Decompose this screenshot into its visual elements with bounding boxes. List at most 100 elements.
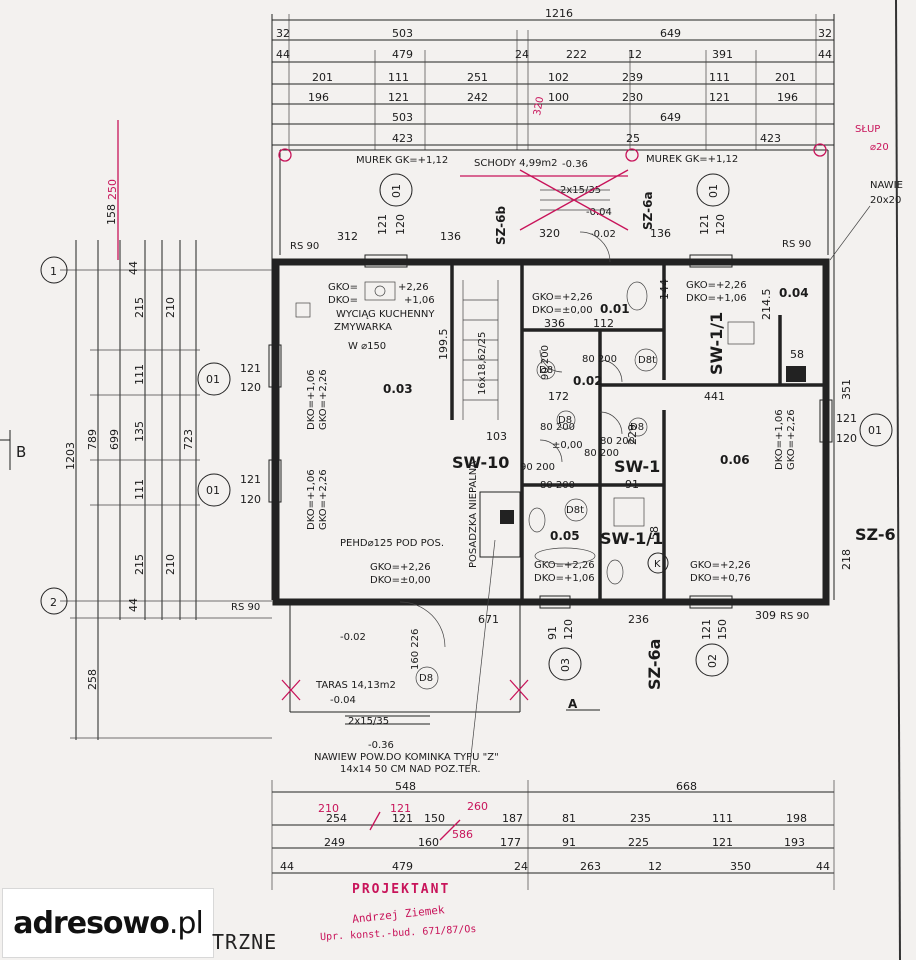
dim-top: 649: [660, 111, 681, 124]
dim-left: 135: [133, 421, 146, 442]
rooms: 0.03 0.01 0.02 0.04 0.05 0.06: [383, 286, 809, 543]
window-tag: 03: [559, 658, 572, 672]
dim-top: 25: [626, 132, 640, 145]
top-terrace: MUREK GK=+1,12 SCHODY 4,99m2 MUREK GK=+1…: [278, 96, 903, 261]
dim-misc: 336: [544, 317, 565, 330]
boiler-marker: [647, 552, 669, 574]
wall-code: SZ-6a: [641, 191, 655, 230]
dim-bottom: 81: [562, 812, 576, 825]
dim-misc: 136: [440, 230, 461, 243]
window-dim: 121: [240, 473, 261, 486]
dim-misc: 214.5: [760, 289, 773, 321]
dim-top: 24: [515, 48, 529, 61]
dim-bottom: 249: [324, 836, 345, 849]
dim-bottom: 548: [395, 780, 416, 793]
note-room005-dko: DKO=+1,06: [534, 573, 595, 584]
note-slup: SŁUP: [855, 124, 880, 135]
handwritten-dim: 121: [390, 802, 411, 815]
dim-left: 723: [182, 429, 195, 450]
dim-top: 242: [467, 91, 488, 104]
dim-misc: 320: [539, 227, 560, 240]
window-dim: 120: [240, 381, 261, 394]
dim-top: 423: [392, 132, 413, 145]
dim-top: 32: [276, 27, 290, 40]
room-id: 0.02: [573, 374, 603, 388]
dim-top: 201: [775, 71, 796, 84]
dim-top: 503: [392, 111, 413, 124]
wall-code: SW-10: [452, 453, 509, 472]
note-kitchen-gko: GKO=: [328, 282, 358, 293]
window-dim: 121: [376, 214, 389, 235]
dim-bottom: 225: [628, 836, 649, 849]
door-dims: 80 200: [600, 436, 635, 447]
dim-bottom: 121: [712, 836, 733, 849]
wall-code: SZ-6: [855, 525, 896, 544]
level-note: -0.04: [586, 207, 612, 218]
note-w150: W ⌀150: [348, 341, 386, 352]
dim-top: 44: [276, 48, 290, 61]
dim-top: 12: [628, 48, 642, 61]
dim-misc: 136: [650, 227, 671, 240]
section-marker-a: A: [568, 697, 578, 711]
dim-top: 222: [566, 48, 587, 61]
dim-misc: 309: [755, 609, 776, 622]
dim-left: 111: [133, 364, 146, 385]
lower-terrace: 671 236 309 -0.02 TARAS 14,13m2 -0.04 2x…: [281, 539, 776, 775]
door-tag: D8: [558, 415, 572, 426]
door-dims: 80 200: [540, 480, 575, 491]
dim-top: 503: [392, 27, 413, 40]
handwritten-dim: 210: [318, 802, 339, 815]
door-dims: 80 200: [584, 448, 619, 459]
chimney-block: [500, 510, 514, 524]
level-note: -0.02: [590, 229, 616, 240]
dim-bottom: 24: [514, 860, 528, 873]
shower-tray: [727, 321, 755, 345]
door-dims: 80 200: [582, 354, 617, 365]
terrace-name: TARAS 14,13m2: [315, 680, 396, 691]
dim-bottom: 350: [730, 860, 751, 873]
dim-left: 215: [133, 554, 146, 575]
note-zmywarka: ZMYWARKA: [334, 322, 392, 333]
note-room004-dko: DKO=+1,06: [686, 293, 747, 304]
note-pehd: PEHD⌀125 POD POS.: [340, 538, 444, 549]
bathtub-icon: [534, 547, 596, 565]
door-tag: D8: [539, 365, 553, 376]
dim-top: 196: [308, 91, 329, 104]
dim-top: 479: [392, 48, 413, 61]
wall-code: SZ-6b: [494, 206, 508, 245]
wall-code: SW-1/1: [707, 312, 726, 375]
wall-code: SZ-6a: [645, 639, 664, 690]
dim-left: 111: [133, 479, 146, 500]
column-marker: [625, 148, 639, 162]
dim-left: 699: [108, 429, 121, 450]
fireplace: [479, 491, 521, 558]
dim-misc: 103: [486, 430, 507, 443]
note-stairs: 16x18,62/25: [477, 332, 488, 395]
dim-left: 44: [127, 261, 140, 275]
toilet-icon: [606, 559, 624, 585]
dim-bottom: 187: [502, 812, 523, 825]
site-logo[interactable]: adresowo.pl: [2, 888, 214, 958]
dim-top: 423: [760, 132, 781, 145]
dim-bottom: 177: [500, 836, 521, 849]
fixtures: [528, 281, 648, 585]
note-schody: SCHODY 4,99m2: [474, 158, 558, 169]
toilet-icon: [626, 281, 648, 311]
window-tag: 01: [390, 184, 403, 198]
wall-code: SW-1: [614, 457, 660, 476]
dim-misc: 441: [704, 390, 725, 403]
stamp-title: PROJEKTANT: [352, 882, 451, 897]
note-left-wall-1: DKO=+1,06: [306, 369, 317, 430]
door-tag: D8t: [638, 355, 656, 366]
axis-marker-1: [40, 256, 68, 284]
dim-misc: 58: [648, 526, 661, 540]
dim-top: 32: [818, 27, 832, 40]
note-nawiew-size: 14x14 50 CM NAD POZ.TER.: [340, 764, 481, 775]
note-kitchen-lvl2: +1,06: [404, 295, 435, 306]
note-kitchen-lvl1: +2,26: [398, 282, 429, 293]
dim-left: 210: [164, 554, 177, 575]
room-id: 0.01: [600, 302, 630, 316]
window-dim: 121: [698, 214, 711, 235]
dim-bottom: 12: [648, 860, 662, 873]
terrace-stairs: 2x15/35: [348, 716, 389, 727]
